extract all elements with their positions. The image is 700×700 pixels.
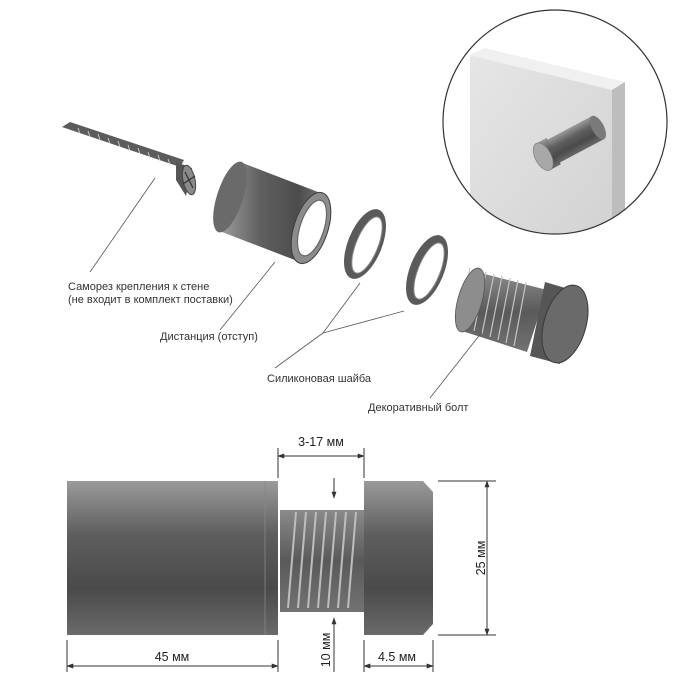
cap-collar [364,481,378,635]
glass-panel-side-edge [612,82,625,234]
leader-lines [89,177,483,399]
dim-gap: 3-17 мм [298,435,344,449]
body-cylinder [67,481,265,635]
dimension-lines [66,448,496,672]
label-bolt: Декоративный болт [368,402,468,414]
dim-body-length: 45 мм [155,650,190,664]
glass-panel-top-edge [470,48,625,90]
silicone-washer-2 [406,235,448,305]
dim-thread: 10 мм [319,633,333,668]
thread-lines [287,511,357,609]
mounted-view-inset [442,9,668,235]
mounted-holder [532,115,606,171]
silicone-washer-1 [344,209,386,279]
label-screw-line1: Саморез крепления к стене [68,281,209,293]
label-washer: Силиконовая шайба [267,373,372,385]
dim-height: 25 мм [474,541,488,576]
dimension-labels: 3-17 мм 25 мм 45 мм 10 мм 4.5 мм [155,435,488,667]
label-screw-line2: (не входит в комплект поставки) [68,294,233,306]
label-spacer: Дистанция (отступ) [160,331,258,343]
screw [62,122,197,196]
decorative-bolt [454,267,589,364]
cap-head [377,481,433,635]
body-collar [264,481,278,635]
side-view-drawing [67,481,433,635]
part-labels: Саморез крепления к стене (не входит в к… [68,281,468,414]
spacer-tube [213,161,332,265]
dim-cap-length: 4.5 мм [378,650,416,664]
